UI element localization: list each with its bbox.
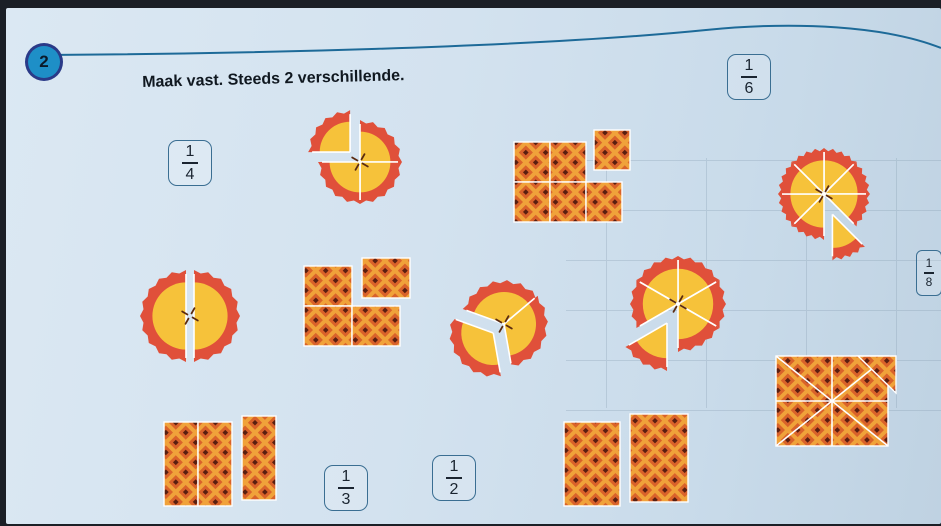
pie-eighth-picture bbox=[778, 148, 870, 261]
cake-sixth-picture bbox=[513, 129, 631, 223]
fraction-card-one-sixth: 1 6 bbox=[727, 54, 771, 100]
cake-eighth-picture bbox=[775, 355, 897, 447]
header-rule bbox=[45, 24, 941, 56]
pie-quarter-picture bbox=[308, 110, 402, 204]
fraction-card-one-half: 1 2 bbox=[432, 455, 476, 501]
pie-third-picture bbox=[449, 280, 548, 377]
fraction-card-one-third: 1 3 bbox=[324, 465, 368, 511]
cake-quarter-picture bbox=[303, 257, 411, 347]
exercise-number-badge: 2 bbox=[28, 46, 60, 78]
pie-sixth-picture bbox=[625, 256, 726, 372]
fraction-card-one-eighth: 1 8 bbox=[916, 250, 941, 296]
cake-third-picture bbox=[163, 415, 277, 507]
fraction-card-one-quarter: 1 4 bbox=[168, 140, 212, 186]
workbook-page: 2 Maak vast. Steeds 2 verschillende. 1 6… bbox=[6, 8, 941, 524]
pie-half-picture bbox=[140, 270, 240, 362]
cake-half-picture bbox=[563, 413, 689, 507]
